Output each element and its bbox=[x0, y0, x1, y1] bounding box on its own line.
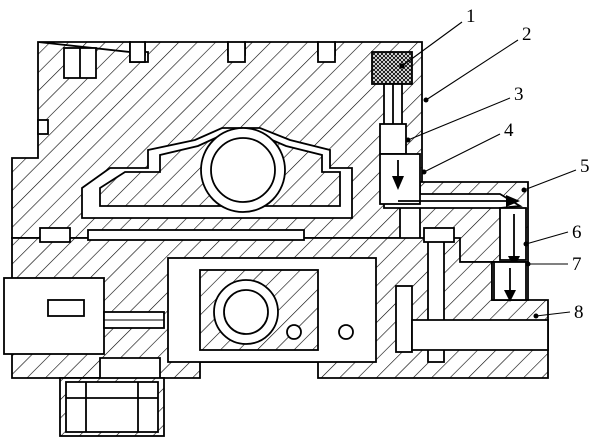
bottom-block-cavity bbox=[65, 381, 159, 433]
right-valve-body bbox=[499, 207, 527, 261]
small-hole-1 bbox=[286, 324, 302, 340]
callout-8: 8 bbox=[574, 302, 584, 323]
leader-4 bbox=[423, 133, 501, 173]
leader-1 bbox=[401, 21, 463, 67]
left-notch bbox=[37, 119, 49, 135]
callout-5: 5 bbox=[580, 156, 590, 177]
right-valve bbox=[493, 207, 527, 302]
left-actuator bbox=[3, 277, 165, 355]
bottom-block bbox=[59, 377, 165, 437]
valve-stack bbox=[371, 51, 421, 205]
callout-leaders bbox=[399, 21, 577, 319]
leader-6 bbox=[525, 231, 569, 245]
callout-1: 1 bbox=[466, 6, 476, 27]
spring-element bbox=[371, 51, 413, 85]
central-saddle bbox=[39, 127, 455, 243]
callout-3: 3 bbox=[514, 84, 524, 105]
callout-2: 2 bbox=[522, 24, 532, 45]
leader-8 bbox=[535, 311, 571, 317]
small-hole-2 bbox=[338, 324, 354, 340]
actuator-window bbox=[47, 299, 85, 317]
lower-bore-inner bbox=[223, 289, 269, 335]
callout-labels: 1 2 3 4 5 6 7 8 bbox=[466, 6, 590, 323]
flow-arrow bbox=[398, 195, 520, 207]
valve-spool bbox=[379, 123, 407, 155]
lower-housing bbox=[11, 235, 549, 379]
leader-2 bbox=[425, 39, 519, 101]
leader-5 bbox=[523, 169, 577, 191]
side-pocket bbox=[395, 285, 413, 353]
top-slot-2 bbox=[227, 41, 246, 63]
leader-3 bbox=[407, 97, 511, 141]
lower-channel bbox=[411, 319, 549, 351]
top-slot-1 bbox=[129, 41, 146, 63]
callout-4: 4 bbox=[504, 120, 514, 141]
main-bearing-inner bbox=[210, 137, 276, 203]
callout-7: 7 bbox=[572, 254, 582, 275]
top-slot-3 bbox=[317, 41, 336, 63]
callout-6: 6 bbox=[572, 222, 582, 243]
